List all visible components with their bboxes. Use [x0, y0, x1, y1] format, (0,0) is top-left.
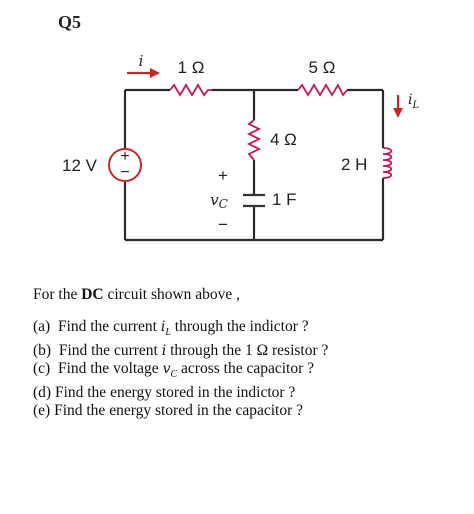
source-plus-sign: +: [120, 148, 129, 165]
question-text: For the DC circuit shown above , (a) Fin…: [33, 286, 463, 420]
current-iL-arrow: [393, 95, 403, 118]
resistor-5ohm-label: 5 Ω: [309, 58, 336, 77]
vc-label: vC: [210, 191, 228, 211]
inductor-coil: [382, 147, 393, 179]
resistor-1ohm-label: 1 Ω: [178, 58, 205, 77]
circuit-diagram: + − i iL 1 Ω 5 Ω 4 Ω 12 V 2 H 1 F + vC −: [62, 52, 419, 242]
resistor-5ohm: [297, 83, 348, 97]
current-iL-label: iL: [408, 92, 419, 111]
question-b: (b) Find the current i through the 1 Ω r…: [33, 342, 329, 360]
question-c: (c) Find the voltage vC across the capac…: [33, 360, 315, 381]
intro-bold-dc: DC: [81, 286, 104, 303]
vc-plus-sign: +: [218, 166, 228, 185]
intro-line: For the DC circuit shown above ,: [33, 286, 241, 303]
current-i-arrow: [127, 68, 160, 78]
resistor-1ohm: [169, 83, 212, 97]
vc-minus-sign: −: [218, 215, 228, 234]
question-a: (a) Find the current iL through the indi…: [33, 318, 309, 339]
resistor-4ohm: [246, 119, 262, 161]
current-i-label: i: [139, 52, 144, 70]
source-voltage-label: 12 V: [62, 156, 98, 175]
question-number: Q5: [58, 12, 82, 32]
source-minus-sign: −: [120, 164, 129, 181]
inductor-label: 2 H: [341, 155, 367, 174]
voltage-source: + −: [108, 148, 142, 182]
capacitor-symbol: [243, 193, 265, 208]
circuit-wires: [123, 88, 385, 242]
capacitor-label: 1 F: [272, 190, 297, 209]
question-d: (d) Find the energy stored in the indict…: [33, 384, 296, 402]
question-e: (e) Find the energy stored in the capaci…: [33, 402, 304, 420]
resistor-4ohm-label: 4 Ω: [270, 130, 297, 149]
